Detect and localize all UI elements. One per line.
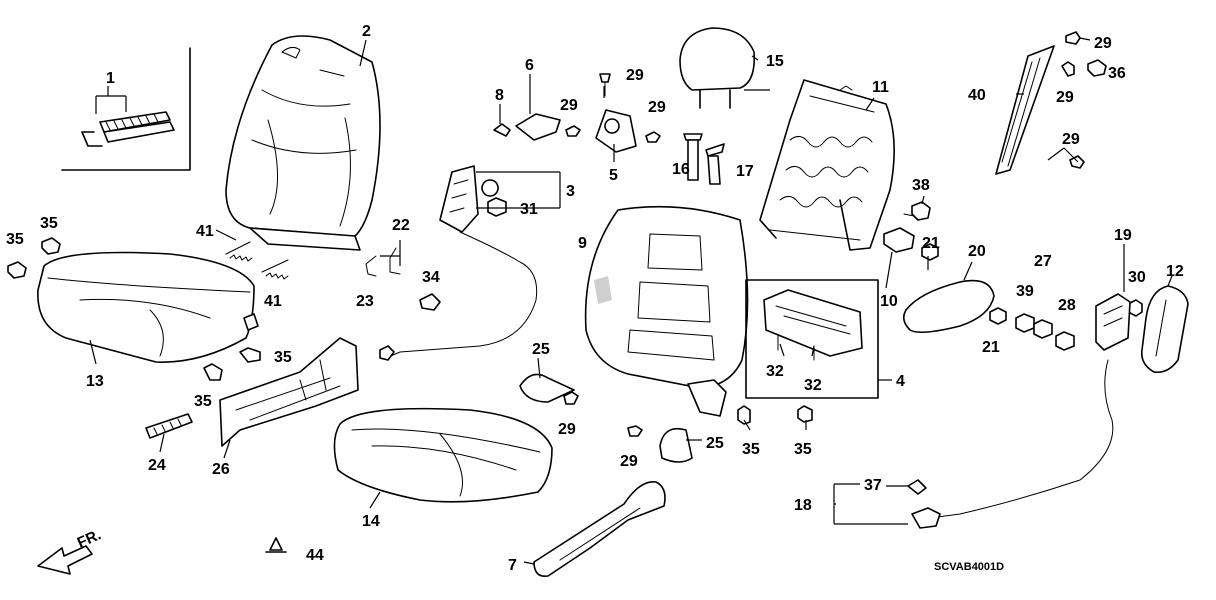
callout-41b: 41 (264, 293, 282, 310)
callout-4: 4 (896, 373, 905, 390)
part-20-armrest (902, 279, 995, 334)
part-9-seatback-pad (584, 205, 749, 417)
part-38-bolt (903, 201, 931, 221)
part-22-23-wires (365, 247, 441, 311)
callout-13: 13 (86, 373, 104, 390)
part-12-cover (1140, 285, 1189, 374)
front-direction-arrow: FR. (37, 526, 104, 575)
part-13-seat-cushion-trim (37, 251, 259, 363)
callout-3: 3 (566, 183, 575, 200)
callout-6: 6 (525, 57, 534, 74)
callout-2: 2 (362, 23, 371, 40)
callout-32b: 32 (804, 377, 822, 394)
part-3-harness-unit (379, 165, 538, 361)
callout-8: 8 (495, 87, 504, 104)
callout-27: 27 (1034, 253, 1052, 270)
callout-21a: 21 (922, 235, 940, 252)
reference-code: SCVAB4001D (934, 561, 1004, 573)
part-11-seatback-frame (759, 79, 895, 251)
part-36-nut (1087, 59, 1107, 77)
callout-35a: 35 (6, 231, 24, 248)
part-44-clip (265, 537, 287, 553)
callout-21b: 21 (982, 339, 1000, 356)
callout-28: 28 (1058, 297, 1076, 314)
callout-18: 18 (794, 497, 812, 514)
callout-17: 17 (736, 163, 754, 180)
callout-26: 26 (212, 461, 230, 478)
part-29-bolts (563, 31, 1085, 437)
part-2-seatback-cover (225, 35, 381, 251)
part-8-clip (493, 123, 511, 137)
callout-1: 1 (106, 70, 115, 87)
part-26-seat-side-trim (219, 337, 359, 447)
callout-25a: 25 (532, 341, 550, 358)
callout-5: 5 (609, 167, 618, 184)
callout-39: 39 (1016, 283, 1034, 300)
leader-lines (89, 37, 1173, 565)
callout-35b: 35 (40, 215, 58, 232)
callout-22: 22 (392, 217, 410, 234)
callout-29b: 29 (1056, 89, 1074, 106)
part-10-motor (883, 227, 915, 253)
callout-29f: 29 (648, 99, 666, 116)
callout-23: 23 (356, 293, 374, 310)
part-41-springs (225, 241, 289, 280)
callout-29h: 29 (620, 453, 638, 470)
callout-labels: 1 2 3 4 5 6 7 8 9 10 11 12 13 14 15 16 1… (6, 23, 1184, 574)
fr-label: FR. (75, 526, 104, 551)
part-16-17-guides (683, 133, 725, 185)
callout-38: 38 (912, 177, 930, 194)
part-18-harness (907, 359, 1114, 529)
callout-19: 19 (1114, 227, 1132, 244)
callout-34: 34 (422, 269, 440, 286)
callout-36: 36 (1108, 65, 1126, 82)
part-4-airbag-module (745, 279, 879, 399)
part-5-bracket (595, 73, 637, 153)
callout-14: 14 (362, 513, 380, 530)
callout-29c: 29 (1062, 131, 1080, 148)
callout-30: 30 (1128, 269, 1146, 286)
callout-29a: 29 (1094, 35, 1112, 52)
callout-29e: 29 (560, 97, 578, 114)
callout-35c: 35 (274, 349, 292, 366)
callout-37: 37 (864, 477, 882, 494)
part-19-switch (1095, 293, 1131, 351)
callout-35f: 35 (794, 441, 812, 458)
part-39-27-28-fasteners (1015, 299, 1143, 351)
part-24-lever (145, 413, 193, 439)
callout-7: 7 (508, 557, 517, 574)
callout-40: 40 (968, 87, 986, 104)
part-15-headrest (679, 27, 756, 109)
callout-35d: 35 (194, 393, 212, 410)
callout-15: 15 (766, 53, 784, 70)
callout-20: 20 (968, 243, 986, 260)
callout-31: 31 (520, 201, 538, 218)
part-14-seat-cushion (333, 407, 553, 503)
part-31-nut (487, 197, 507, 217)
part-6-cover (515, 113, 561, 141)
callout-41a: 41 (196, 223, 214, 240)
callout-11: 11 (872, 79, 889, 96)
part-25-covers (519, 373, 693, 463)
callout-32a: 32 (766, 363, 784, 380)
part-21-nuts (921, 243, 1007, 325)
part-7-lower-trim (533, 481, 666, 578)
part-40-rail (995, 45, 1055, 175)
callout-12: 12 (1166, 263, 1184, 280)
callout-10: 10 (880, 293, 898, 310)
callout-24: 24 (148, 457, 166, 474)
callout-29g: 29 (558, 421, 576, 438)
part-1-clip-kit (61, 47, 191, 171)
callout-9: 9 (578, 235, 587, 252)
callout-35e: 35 (742, 441, 760, 458)
callout-29d: 29 (626, 67, 644, 84)
part-35-fasteners (7, 237, 813, 425)
callout-16: 16 (672, 161, 690, 178)
callout-44: 44 (306, 547, 324, 564)
callout-25b: 25 (706, 435, 724, 452)
